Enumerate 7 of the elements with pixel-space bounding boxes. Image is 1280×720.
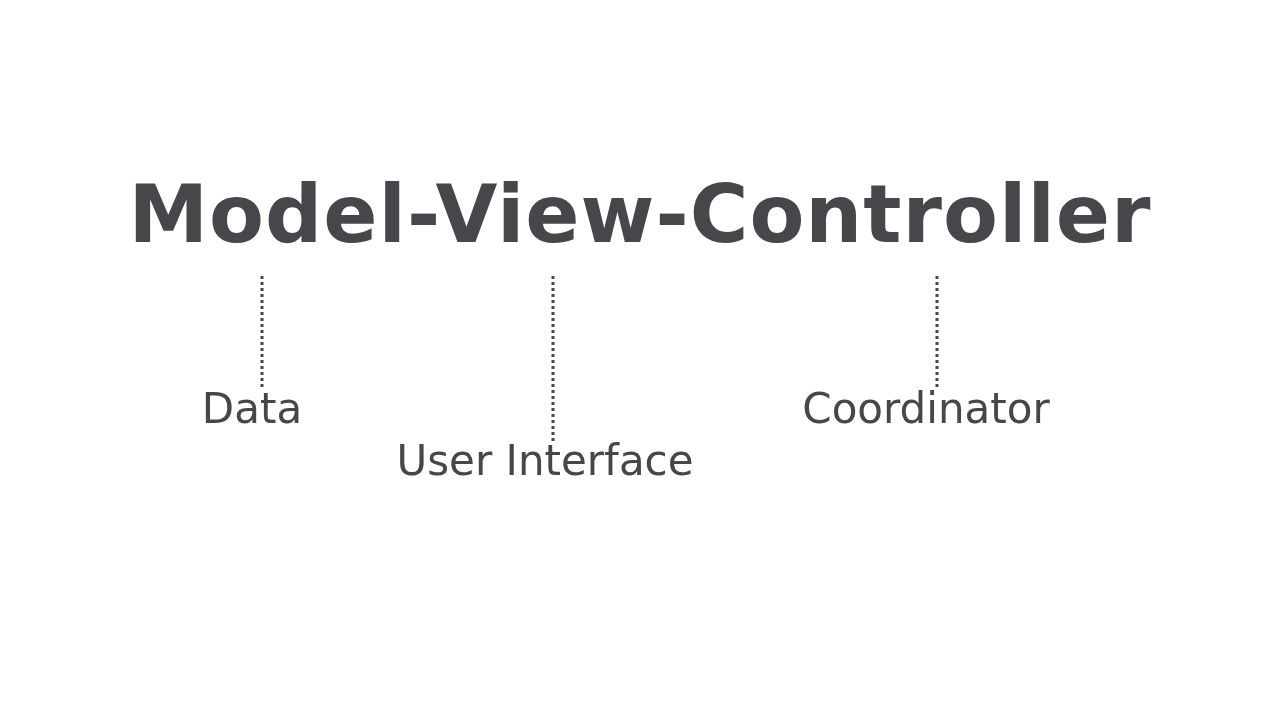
leader-line xyxy=(935,276,939,390)
title: Model-View-Controller xyxy=(127,168,1153,261)
label-text: Data xyxy=(201,386,303,433)
label-text: Coordinator xyxy=(802,386,1050,433)
label-text: User Interface xyxy=(396,438,694,485)
leader-line xyxy=(260,276,264,390)
leader-line xyxy=(551,276,555,442)
